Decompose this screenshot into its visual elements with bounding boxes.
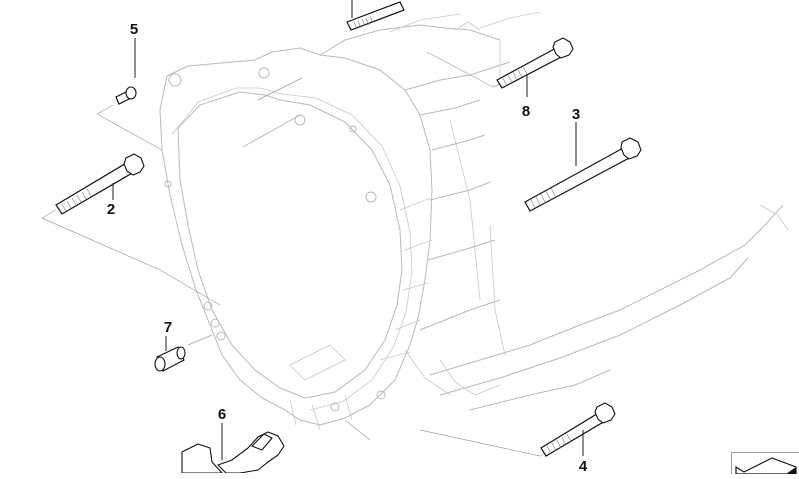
callout-7: 7 bbox=[163, 319, 173, 336]
callout-3: 3 bbox=[571, 106, 581, 123]
callout-8: 8 bbox=[521, 103, 531, 120]
transmission-housing bbox=[159, 11, 789, 431]
dowel-sleeve-7[interactable] bbox=[154, 336, 186, 372]
bolt-3[interactable] bbox=[524, 122, 642, 212]
callout-2: 2 bbox=[106, 201, 116, 218]
bracket-6[interactable] bbox=[181, 423, 285, 473]
callout-6: 6 bbox=[217, 406, 227, 423]
callout-5: 5 bbox=[129, 21, 139, 38]
assembly-guide-lines bbox=[41, 51, 546, 457]
bolt-top-partial[interactable] bbox=[346, 0, 405, 31]
next-page-arrow-icon[interactable] bbox=[731, 452, 799, 475]
bolt-4[interactable] bbox=[540, 402, 616, 457]
bolt-5[interactable] bbox=[115, 38, 137, 105]
bolt-8[interactable] bbox=[496, 37, 574, 97]
callout-4: 4 bbox=[578, 458, 588, 475]
bolt-2[interactable] bbox=[55, 153, 145, 215]
